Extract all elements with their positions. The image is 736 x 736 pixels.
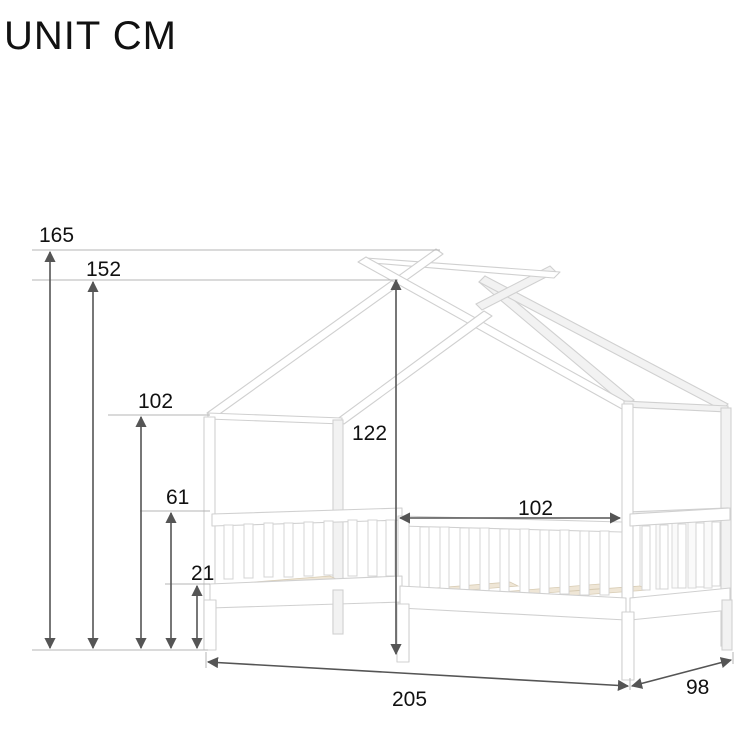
footboard-top-rail	[629, 507, 731, 527]
leg-middle	[396, 603, 410, 663]
label-width: 98	[686, 676, 709, 699]
label-overall-height: 165	[39, 224, 74, 247]
dimension-arrows	[44, 250, 733, 692]
label-roof-eave-height: 102	[138, 390, 173, 413]
label-rail-opening-width: 102	[518, 497, 553, 520]
label-roof-inner-height: 122	[352, 422, 387, 445]
eave-beam-front	[207, 412, 343, 425]
right-bottom-frame	[629, 587, 731, 621]
back-roof-beam-right	[478, 275, 729, 411]
dim-arrow-98	[630, 657, 733, 689]
leg-back-right	[721, 599, 733, 651]
leg-back-left	[332, 589, 344, 635]
dimension-labels: 165 152 102 122 61 102 21 205 98	[39, 224, 709, 711]
front-roof-beam-left	[206, 248, 444, 419]
house-bed-illustration	[203, 248, 733, 681]
label-roof-peak-height: 152	[86, 258, 121, 281]
dim-arrow-205	[206, 656, 630, 692]
headboard-slats	[223, 519, 396, 580]
footboard-slats	[641, 521, 721, 591]
leg-front-right	[621, 611, 635, 681]
left-bottom-frame	[209, 575, 403, 609]
front-roof-inner-beam	[335, 310, 493, 425]
label-rail-height: 61	[166, 486, 189, 509]
leg-front-left	[203, 599, 217, 651]
label-frame-height: 21	[191, 562, 214, 585]
page-title: UNIT CM	[4, 14, 177, 58]
reference-lines	[32, 249, 734, 690]
label-length: 205	[392, 688, 427, 711]
